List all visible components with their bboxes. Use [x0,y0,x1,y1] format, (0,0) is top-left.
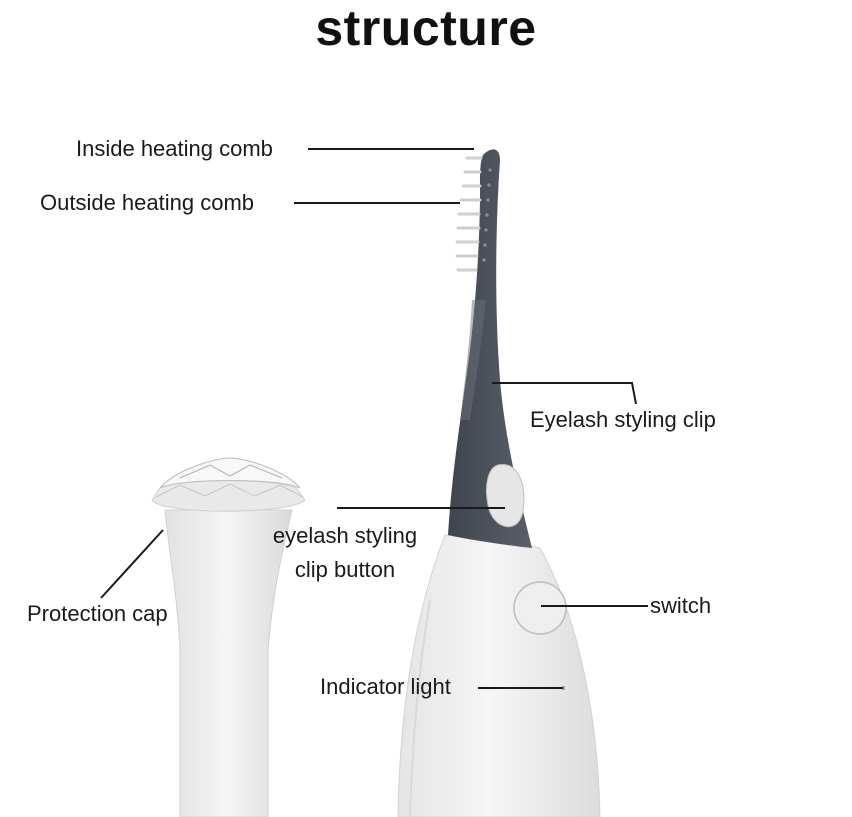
label-clip-button-line2: clip button [294,557,396,582]
comb-teeth [455,156,483,272]
label-protection-cap: Protection cap [27,601,168,626]
leader-styling-clip [492,382,637,405]
diagram-title: structure [315,0,537,56]
label-switch: switch [650,593,712,618]
protection-cap-illustration [151,457,306,817]
label-indicator-light: Indicator light [320,674,451,699]
leader-protection-cap [100,529,164,599]
label-inside-heating-comb: Inside heating comb [76,136,273,161]
leader-lines [100,148,648,689]
label-clip-button-line1: eyelash styling [272,523,418,548]
switch-illustration [513,581,567,635]
curler-body-illustration [397,149,601,817]
label-outside-heating-comb: Outside heating comb [40,190,255,215]
label-eyelash-styling-clip: Eyelash styling clip [530,407,716,432]
